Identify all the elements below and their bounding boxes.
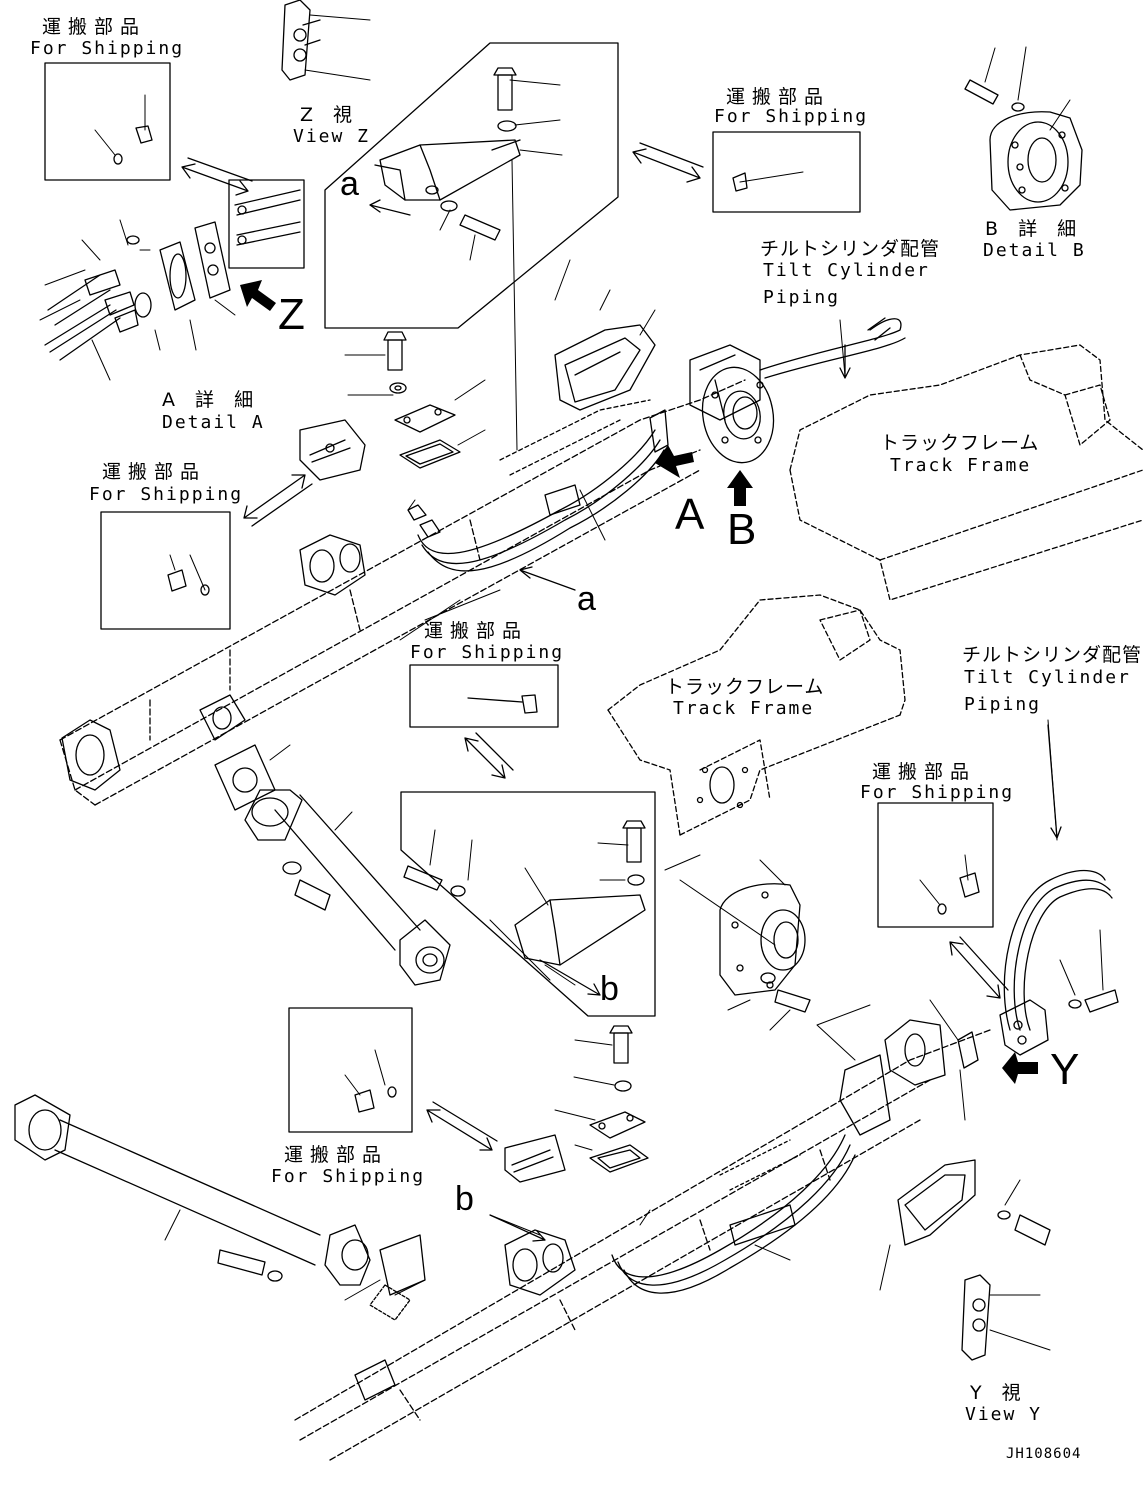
- arrow-b: [727, 470, 753, 506]
- arrow-y: [1002, 1052, 1038, 1084]
- detail-z-cover: [375, 68, 520, 240]
- lower-tilt-piping: [1004, 871, 1112, 1030]
- shipping-box-5: [878, 803, 993, 927]
- view-y-label-jp: Y 視: [970, 1382, 1028, 1404]
- shipping-label-2-en: For Shipping: [714, 106, 869, 127]
- double-arrow-3: [244, 475, 312, 526]
- track-frame-2-jp: トラックフレーム: [665, 676, 825, 698]
- detail-b-lower-frame: [401, 792, 655, 1016]
- track-frame-1-jp: トラックフレーム: [880, 432, 1040, 454]
- detail-a-label-en: Detail A: [162, 412, 265, 433]
- detail-a-hoses: [45, 270, 138, 360]
- detail-a-label-jp: A 詳 細: [162, 389, 261, 411]
- lower-view-y-plate: [958, 990, 1118, 1068]
- shipping-box-2: [713, 132, 860, 212]
- tilt-piping-1-en2: Piping: [763, 287, 841, 308]
- tilt-piping-2-en2: Piping: [964, 694, 1042, 715]
- callout-B: B: [727, 505, 757, 554]
- view-z-plate: [282, 0, 320, 80]
- callout-a-top: a: [340, 165, 359, 203]
- lower-track-frame-hole: [698, 767, 748, 808]
- double-arrow-1: [182, 158, 252, 195]
- upper-cover-plate: [384, 332, 460, 537]
- upper-track-frame: [790, 345, 1143, 600]
- shipping-label-5-jp: 運搬部品: [872, 761, 977, 783]
- lower-track-frame: [608, 595, 905, 835]
- shipping-box-1: [45, 63, 170, 180]
- arrow-a: [655, 445, 694, 478]
- shipping-label-6-en: For Shipping: [271, 1166, 426, 1187]
- tilt-piping-1-en1: Tilt Cylinder: [763, 260, 930, 281]
- upper-tilt-piping: [418, 318, 905, 571]
- upper-flange-b: [695, 362, 781, 469]
- lower-piping: [612, 1135, 855, 1293]
- lower-equalizer-bar: [295, 1030, 990, 1460]
- arrow-z: [240, 280, 276, 311]
- detail-b-flange: [965, 80, 1082, 210]
- shipping-label-1-jp: 運搬部品: [42, 16, 147, 38]
- shipping-label-5-en: For Shipping: [860, 782, 1015, 803]
- detail-z-frame: [325, 43, 618, 328]
- tilt-piping-2-en1: Tilt Cylinder: [964, 667, 1131, 688]
- callout-b-bottom: b: [455, 1180, 474, 1218]
- track-frame-2-en: Track Frame: [673, 698, 815, 719]
- shipping-label-4-jp: 運搬部品: [424, 620, 529, 642]
- shipping-label-2-jp: 運搬部品: [726, 86, 831, 108]
- shipping-label-3-jp: 運搬部品: [102, 461, 207, 483]
- callout-Y: Y: [1050, 1045, 1080, 1094]
- tilt-piping-1-jp: チルトシリンダ配管: [760, 238, 941, 260]
- tilt-piping-2-jp: チルトシリンダ配管: [962, 644, 1143, 666]
- upper-bracket-cover: [500, 400, 650, 475]
- shipping-label-3-en: For Shipping: [89, 484, 244, 505]
- shipping-label-1-en: For Shipping: [30, 38, 185, 59]
- callout-A: A: [675, 490, 705, 539]
- callout-b-top: b: [600, 970, 619, 1008]
- view-y-label-en: View Y: [965, 1404, 1043, 1425]
- upper-piping-clamp: [545, 410, 668, 515]
- track-frame-1-en: Track Frame: [890, 455, 1032, 476]
- shipping-box-6: [289, 1008, 412, 1132]
- shipping-label-4-en: For Shipping: [410, 642, 565, 663]
- upper-mount-block: [690, 345, 760, 420]
- callout-a-bottom: a: [577, 580, 596, 618]
- lower-bar-boss: [355, 1020, 945, 1400]
- detail-b-label-en: Detail B: [983, 240, 1086, 261]
- lower-pivot-flange: [720, 884, 810, 1012]
- upper-pipe-cover: [555, 325, 655, 410]
- view-z-label-en: View Z: [293, 126, 371, 147]
- upper-shaft: [215, 745, 450, 985]
- upper-bar-pin-boss: [62, 535, 365, 790]
- detail-a-flange: [127, 222, 230, 317]
- lower-cover-plate: [505, 1026, 648, 1182]
- callout-z: Z: [278, 290, 305, 339]
- double-arrow-6: [950, 937, 1008, 998]
- shipping-box-3: [101, 512, 230, 629]
- shipping-label-6-jp: 運搬部品: [284, 1144, 389, 1166]
- detail-z-inner: [300, 420, 365, 480]
- drawing-code: JH108604: [1006, 1446, 1082, 1462]
- view-z-label-jp: Z 視: [300, 104, 360, 126]
- detail-b-label-jp: B 詳 細: [985, 218, 1084, 240]
- lower-shaft: [15, 1095, 425, 1320]
- leader-lines: [40, 15, 1103, 1350]
- pointer-arrows: [370, 200, 1061, 1241]
- view-y-plate: [962, 1275, 990, 1360]
- lower-cover: [898, 1160, 1050, 1245]
- double-arrow-5: [427, 1102, 497, 1150]
- block-arrows: [240, 280, 1038, 1084]
- double-arrow-4: [465, 733, 513, 778]
- detail-a-hose-window: [229, 180, 304, 268]
- double-arrow-2: [633, 143, 703, 182]
- upper-equalizer-bar: [60, 380, 745, 805]
- shipping-box-4: [410, 665, 558, 727]
